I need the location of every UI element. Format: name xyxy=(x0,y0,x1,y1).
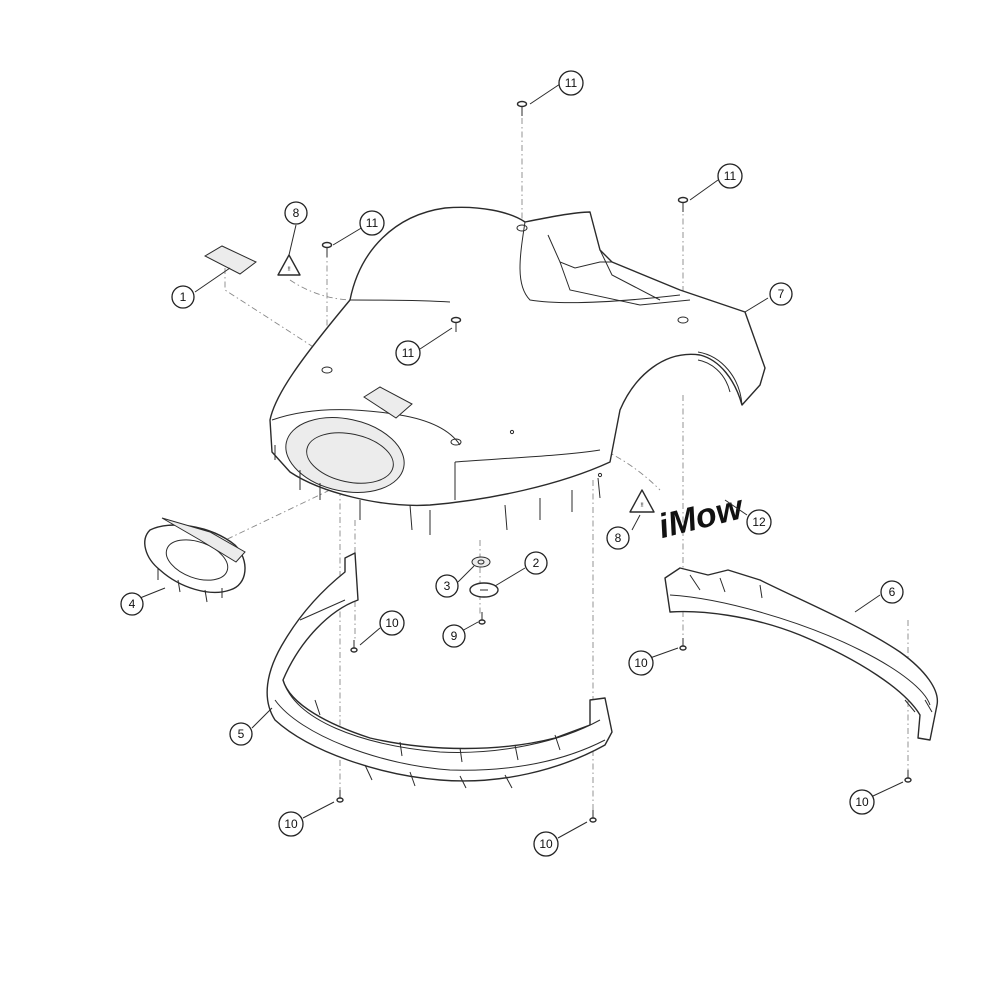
label-plate xyxy=(203,245,257,275)
callout-11-left: 11 xyxy=(359,210,385,236)
callout-10-a-label: 10 xyxy=(385,616,399,630)
callout-6-label: 6 xyxy=(889,585,896,599)
callout-8-side: 8 xyxy=(606,526,630,550)
svg-text:!!: !! xyxy=(640,503,644,509)
callout-10-e-label: 10 xyxy=(855,795,869,809)
rubber-cap xyxy=(471,556,491,568)
callout-1: 1 xyxy=(171,285,195,309)
callout-11-right: 11 xyxy=(717,163,743,189)
callout-7: 7 xyxy=(769,282,793,306)
callout-6: 6 xyxy=(880,580,904,604)
screw-11-right xyxy=(677,196,689,212)
callout-4: 4 xyxy=(120,592,144,616)
screw-11-middle xyxy=(450,316,462,332)
front-lens-cover xyxy=(144,517,246,603)
imow-logo-decal: iMow xyxy=(655,488,749,546)
svg-text:!!: !! xyxy=(287,267,291,273)
callout-11-middle: 11 xyxy=(395,340,421,366)
warning-label-top: !! xyxy=(277,254,301,276)
callout-10-c-label: 10 xyxy=(284,817,298,831)
callout-10-a: 10 xyxy=(379,610,405,636)
bumper-left xyxy=(266,552,613,789)
screw-11-left xyxy=(321,241,333,257)
callout-3: 3 xyxy=(435,574,459,598)
callout-8-top-label: 8 xyxy=(293,206,300,220)
callout-3-label: 3 xyxy=(444,579,451,593)
callout-10-b-label: 10 xyxy=(634,656,648,670)
callout-10-c: 10 xyxy=(278,811,304,837)
callout-10-d: 10 xyxy=(533,831,559,857)
screw-10-e xyxy=(904,770,912,783)
callout-8-side-label: 8 xyxy=(615,531,622,545)
callout-11-top-center: 11 xyxy=(558,70,584,96)
callout-1-label: 1 xyxy=(180,290,187,304)
screw-11-top-center xyxy=(516,100,528,116)
seal-disc xyxy=(469,582,499,598)
callout-2: 2 xyxy=(524,551,548,575)
callout-8-top: 8 xyxy=(284,201,308,225)
callout-5: 5 xyxy=(229,722,253,746)
screw-10-a xyxy=(350,640,358,653)
callout-2-label: 2 xyxy=(533,556,540,570)
callout-10-d-label: 10 xyxy=(539,837,553,851)
callout-12-label: 12 xyxy=(752,515,766,529)
callout-4-label: 4 xyxy=(129,597,136,611)
main-housing xyxy=(269,206,766,535)
screw-9 xyxy=(478,612,486,625)
screws xyxy=(321,100,912,823)
callout-7-label: 7 xyxy=(778,287,785,301)
screw-10-b xyxy=(679,638,687,651)
callout-11-top-center-label: 11 xyxy=(565,76,578,90)
screw-10-d xyxy=(589,810,597,823)
callout-9-label: 9 xyxy=(451,629,458,643)
callout-12: 12 xyxy=(746,509,772,535)
callout-10-e: 10 xyxy=(849,789,875,815)
brand-logo-text: iMow xyxy=(655,488,749,546)
callout-11-middle-label: 11 xyxy=(402,346,415,360)
callout-9: 9 xyxy=(442,624,466,648)
callout-11-right-label: 11 xyxy=(724,169,737,183)
callout-10-b: 10 xyxy=(628,650,654,676)
callout-11-left-label: 11 xyxy=(366,216,379,230)
bumper-right xyxy=(664,567,939,741)
screw-10-c xyxy=(336,790,344,803)
callout-5-label: 5 xyxy=(238,727,245,741)
warning-label-side: !! xyxy=(629,489,655,513)
